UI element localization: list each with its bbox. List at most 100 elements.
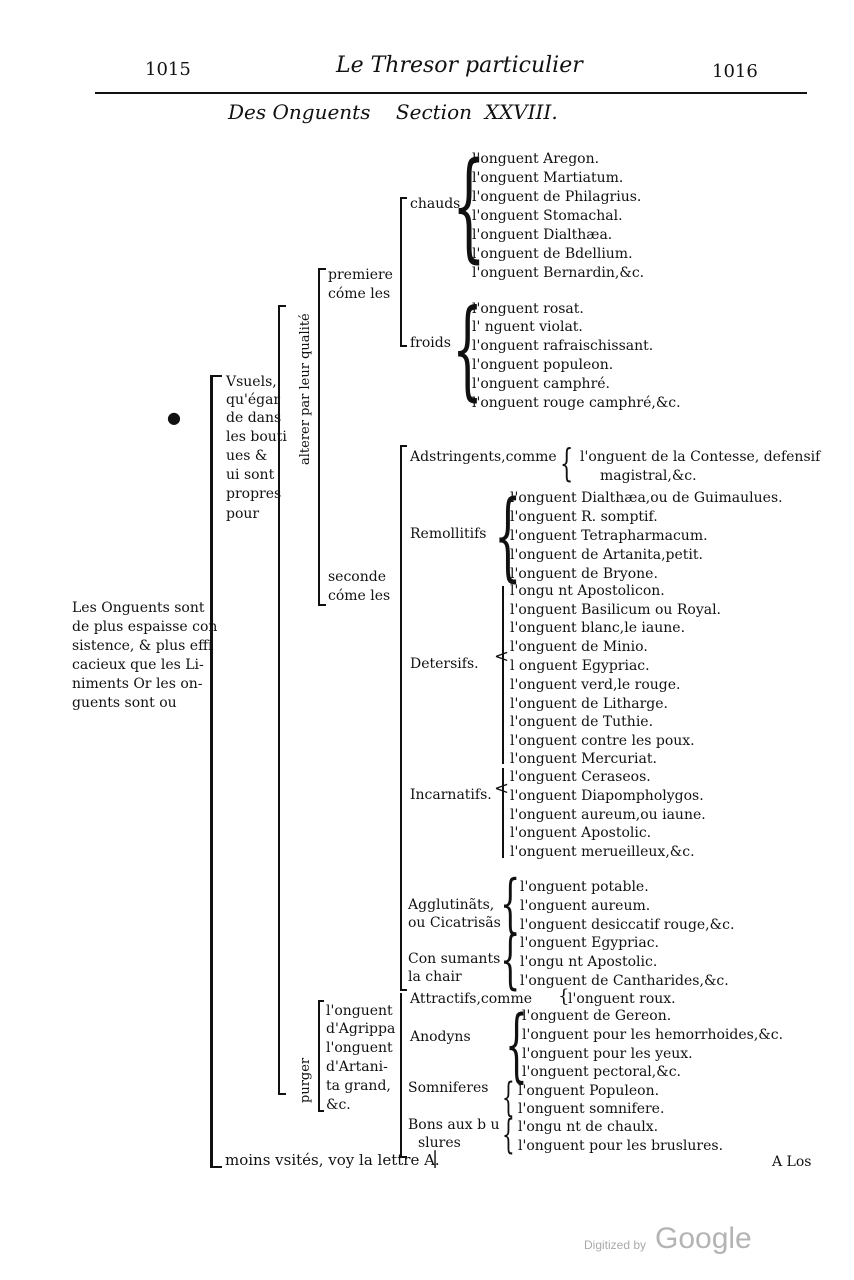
premiere-bracket-top xyxy=(400,197,407,199)
usuels-line: ui sont xyxy=(226,467,275,483)
list-item: l'onguent populeon. xyxy=(472,357,614,373)
list-item: l'onguent Martiatum. xyxy=(472,170,624,186)
digitized-by-text: Digitized by xyxy=(584,1238,647,1252)
anodyns-brace: { xyxy=(505,998,528,1091)
list-item: l'onguent desiccatif rouge,&c. xyxy=(520,917,735,933)
usuels-line: propres xyxy=(226,486,282,502)
usuels-line: Vsuels, xyxy=(226,374,277,390)
list-item: l'onguent Stomachal. xyxy=(472,208,623,224)
list-item: l'onguent blanc,le iaune. xyxy=(510,620,686,636)
anodyns-label: Anodyns xyxy=(410,1029,471,1045)
root-bracket-top xyxy=(210,375,222,377)
list-item: l'onguent contre les poux. xyxy=(510,733,695,749)
purger-bracket-top xyxy=(318,1000,324,1002)
seconde-bracket-bottom xyxy=(400,989,407,991)
root-bottom-note: moins vsités, voy la lettre A. xyxy=(225,1151,440,1169)
list-item: l'onguent de Gereon. xyxy=(522,1008,672,1024)
list-item: l'onguent Basilicum ou Royal. xyxy=(510,602,722,618)
list-item: l'onguent Diapompholygos. xyxy=(510,788,704,804)
bruslures-label: slures xyxy=(418,1135,461,1151)
list-item: l'onguent camphré. xyxy=(472,376,610,392)
chauds-label: chauds xyxy=(410,196,461,212)
list-item: l'onguent R. somptif. xyxy=(510,509,658,525)
alterer-label: alterer par leur qualité xyxy=(298,313,313,465)
purger-sub-line: d'Agrippa xyxy=(326,1021,396,1037)
list-item: l'onguent de Bryone. xyxy=(510,566,658,582)
usuels-bracket-bottom xyxy=(278,1093,286,1095)
root-line: niments Or les on- xyxy=(72,676,203,692)
list-item: l'onguent Aregon. xyxy=(472,151,600,167)
alterer-bracket xyxy=(318,268,320,606)
purger-sub-line: l'onguent xyxy=(326,1003,393,1019)
list-item: l'ongu nt Apostolic. xyxy=(520,954,658,970)
alterer-bracket-bottom xyxy=(318,604,326,606)
purger-bracket xyxy=(318,1000,320,1112)
incarnatifs-label: Incarnatifs. xyxy=(410,787,492,803)
list-item: l'onguent Bernardin,&c. xyxy=(472,265,645,281)
agglutinatifs-brace: { xyxy=(500,867,521,941)
list-item: l'onguent potable. xyxy=(520,879,649,895)
bruslures-label: Bons aux b u xyxy=(408,1117,500,1133)
root-bracket xyxy=(210,375,213,1168)
list-item: l'onguent de Artanita,petit. xyxy=(510,547,703,563)
purger-sub-line: &c. xyxy=(326,1097,351,1113)
list-item: l'onguent de la Contesse, defensif xyxy=(580,449,821,465)
list-item: l'onguent Egypriac. xyxy=(520,935,659,951)
seconde-label: seconde xyxy=(328,569,387,585)
list-item: l'onguent de Cantharides,&c. xyxy=(520,973,729,989)
list-item: l'onguent aureum,ou iaune. xyxy=(510,807,706,823)
usuels-bracket xyxy=(278,305,280,1095)
incarnatifs-bracket xyxy=(502,768,504,858)
purger-sub-line: l'onguent xyxy=(326,1040,393,1056)
froids-label: froids xyxy=(410,335,451,351)
list-item: l'onguent verd,le rouge. xyxy=(510,677,681,693)
list-item: l'onguent aureum. xyxy=(520,898,651,914)
list-item: l'onguent Dialthæa,ou de Guimaulues. xyxy=(510,490,783,506)
list-item: l'onguent de Bdellium. xyxy=(472,246,633,262)
seconde-bracket xyxy=(400,445,402,991)
usuels-line: ues & xyxy=(226,448,268,464)
running-title: Le Thresor particulier xyxy=(336,53,583,78)
usuels-bracket-top xyxy=(278,305,286,307)
detersifs-label: Detersifs. xyxy=(410,656,479,672)
header-rule xyxy=(95,92,807,94)
chauds-brace: { xyxy=(452,136,486,274)
adstringents-brace: { xyxy=(560,441,574,485)
list-item: l onguent Egypriac. xyxy=(510,658,650,674)
seconde-bracket-top xyxy=(400,445,407,447)
list-item: l'onguent pour les yeux. xyxy=(522,1046,693,1062)
list-item: l' nguent violat. xyxy=(472,319,583,335)
premiere-label: cóme les xyxy=(328,286,391,302)
list-item: l'onguent somnifere. xyxy=(518,1101,665,1117)
premiere-bracket xyxy=(400,197,402,347)
detersifs-bracket xyxy=(502,586,504,764)
root-line: de plus espaisse con xyxy=(72,619,218,635)
list-item: l'onguent de Tuthie. xyxy=(510,714,654,730)
page-number-left: 1015 xyxy=(145,59,191,80)
purger-inner-bracket xyxy=(400,993,402,1158)
purger-label: purger xyxy=(298,1057,313,1103)
root-line: guents sont ou xyxy=(72,695,177,711)
list-item: l'onguent merueilleux,&c. xyxy=(510,844,695,860)
purger-inner-bracket-bottom xyxy=(400,1156,407,1158)
root-line: Les Onguents sont xyxy=(72,600,205,616)
root-bracket-bottom xyxy=(210,1166,222,1168)
list-item: l'onguent Mercuriat. xyxy=(510,751,657,767)
agglutinatifs-label: Agglutinãts, xyxy=(408,897,495,913)
list-item: l'onguent pour les bruslures. xyxy=(518,1138,724,1154)
usuels-line: de dans xyxy=(226,410,282,426)
list-item: l'onguent Apostolic. xyxy=(510,825,652,841)
google-logo: Google xyxy=(655,1222,752,1255)
usuels-line: les bouti xyxy=(226,429,287,445)
root-line: cacieux que les Li- xyxy=(72,657,204,673)
list-item: l'onguent rafraischissant. xyxy=(472,338,654,354)
list-item: magistral,&c. xyxy=(600,468,697,484)
bottom-bracket-mark: | xyxy=(432,1148,439,1169)
alterer-bracket-top xyxy=(318,268,326,270)
list-item: l'onguent pectoral,&c. xyxy=(522,1064,681,1080)
incarnatifs-brace-tip: < xyxy=(494,778,510,799)
consumants-brace: { xyxy=(500,923,521,997)
usuels-line: pour xyxy=(226,506,260,522)
list-item: l'onguent rouge camphré,&c. xyxy=(472,395,681,411)
agglutinatifs-label: ou Cicatrisãs xyxy=(408,915,501,931)
